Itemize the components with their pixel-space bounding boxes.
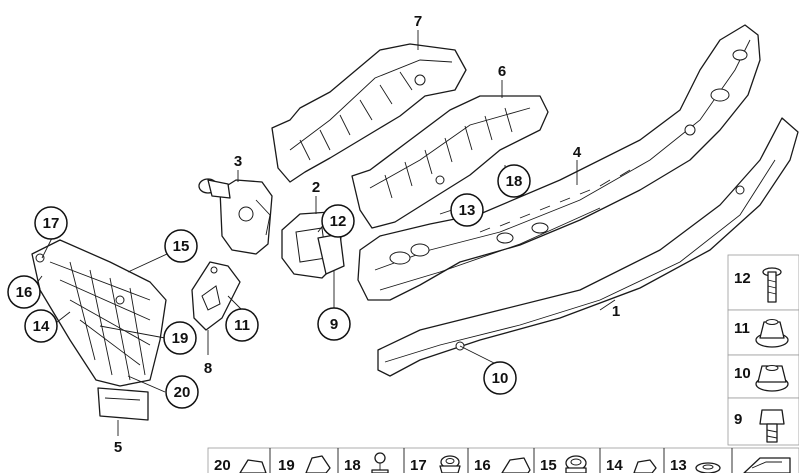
legend-label-15: 15 — [540, 457, 557, 473]
clip-17-icon — [439, 455, 461, 473]
svg-text:12: 12 — [330, 213, 347, 230]
callout-4: 4 — [573, 144, 582, 161]
svg-text:16: 16 — [16, 284, 33, 301]
callout-2: 2 — [312, 179, 320, 196]
clip-13-icon — [695, 462, 721, 473]
svg-text:14: 14 — [33, 318, 50, 335]
svg-text:19: 19 — [172, 330, 189, 347]
clip-16-icon — [501, 457, 531, 473]
legend-label-20: 20 — [214, 457, 231, 473]
svg-text:11: 11 — [234, 317, 250, 334]
part-8-bracket — [191, 261, 241, 331]
side-legend: 12 11 10 9 — [727, 254, 799, 446]
callout-9: 9 — [317, 307, 351, 341]
clip-15-icon — [565, 455, 587, 473]
bolt-12-icon — [762, 267, 782, 303]
callout-12: 12 — [321, 204, 355, 238]
clip-20-icon — [239, 459, 267, 473]
legend-label-17: 17 — [410, 457, 427, 473]
callout-7: 7 — [414, 13, 422, 30]
callout-14: 14 — [24, 309, 58, 343]
legend-box-12 — [727, 254, 799, 311]
nut-10-icon — [755, 365, 789, 392]
callout-6: 6 — [498, 63, 506, 80]
callout-15: 15 — [164, 229, 198, 263]
callout-1: 1 — [612, 303, 620, 320]
svg-text:17: 17 — [43, 215, 60, 232]
plain-callouts: 7 6 4 3 2 1 8 5 — [114, 13, 620, 456]
bottom-legend: 20 19 18 17 16 15 14 13 — [207, 447, 799, 473]
legend-label-9: 9 — [734, 411, 742, 428]
legend-label-16: 16 — [474, 457, 491, 473]
svg-text:18: 18 — [506, 173, 523, 190]
part-3-hinge-bracket — [198, 178, 273, 255]
legend-label-11: 11 — [734, 320, 750, 337]
callout-5: 5 — [114, 439, 122, 456]
svg-text:15: 15 — [173, 238, 190, 255]
callout-10: 10 — [483, 361, 517, 395]
nut-11-icon — [755, 319, 789, 348]
clip-19-icon — [305, 455, 331, 473]
callout-18: 18 — [497, 164, 531, 198]
svg-text:9: 9 — [330, 316, 338, 333]
legend-label-13: 13 — [670, 457, 687, 473]
svg-text:10: 10 — [492, 370, 509, 387]
svg-text:20: 20 — [174, 384, 191, 401]
screw-9-icon — [759, 409, 785, 443]
legend-label-12: 12 — [734, 270, 751, 287]
callout-19: 19 — [163, 321, 197, 355]
svg-text:13: 13 — [459, 202, 476, 219]
arrow-icon — [743, 457, 791, 473]
legend-label-14: 14 — [606, 457, 623, 473]
legend-label-19: 19 — [278, 457, 295, 473]
callout-11: 11 — [225, 308, 259, 342]
callout-3: 3 — [234, 153, 242, 170]
clip-14-icon — [633, 459, 657, 473]
callout-8: 8 — [204, 360, 212, 377]
part-5-side-bracket — [31, 239, 167, 421]
legend-label-18: 18 — [344, 457, 361, 473]
callout-16: 16 — [7, 275, 41, 309]
part-7-frame-panel — [271, 43, 467, 183]
circled-callouts: 18 13 12 10 11 9 15 17 — [7, 164, 531, 409]
clip-18-icon — [371, 452, 389, 473]
callout-13: 13 — [450, 193, 484, 227]
part-1-lower-crossmember — [377, 117, 799, 377]
legend-label-10: 10 — [734, 365, 751, 382]
callout-17: 17 — [34, 206, 68, 240]
callout-20: 20 — [165, 375, 199, 409]
part-6-frame-panel — [351, 95, 549, 229]
part-4-crossmember — [357, 24, 761, 301]
